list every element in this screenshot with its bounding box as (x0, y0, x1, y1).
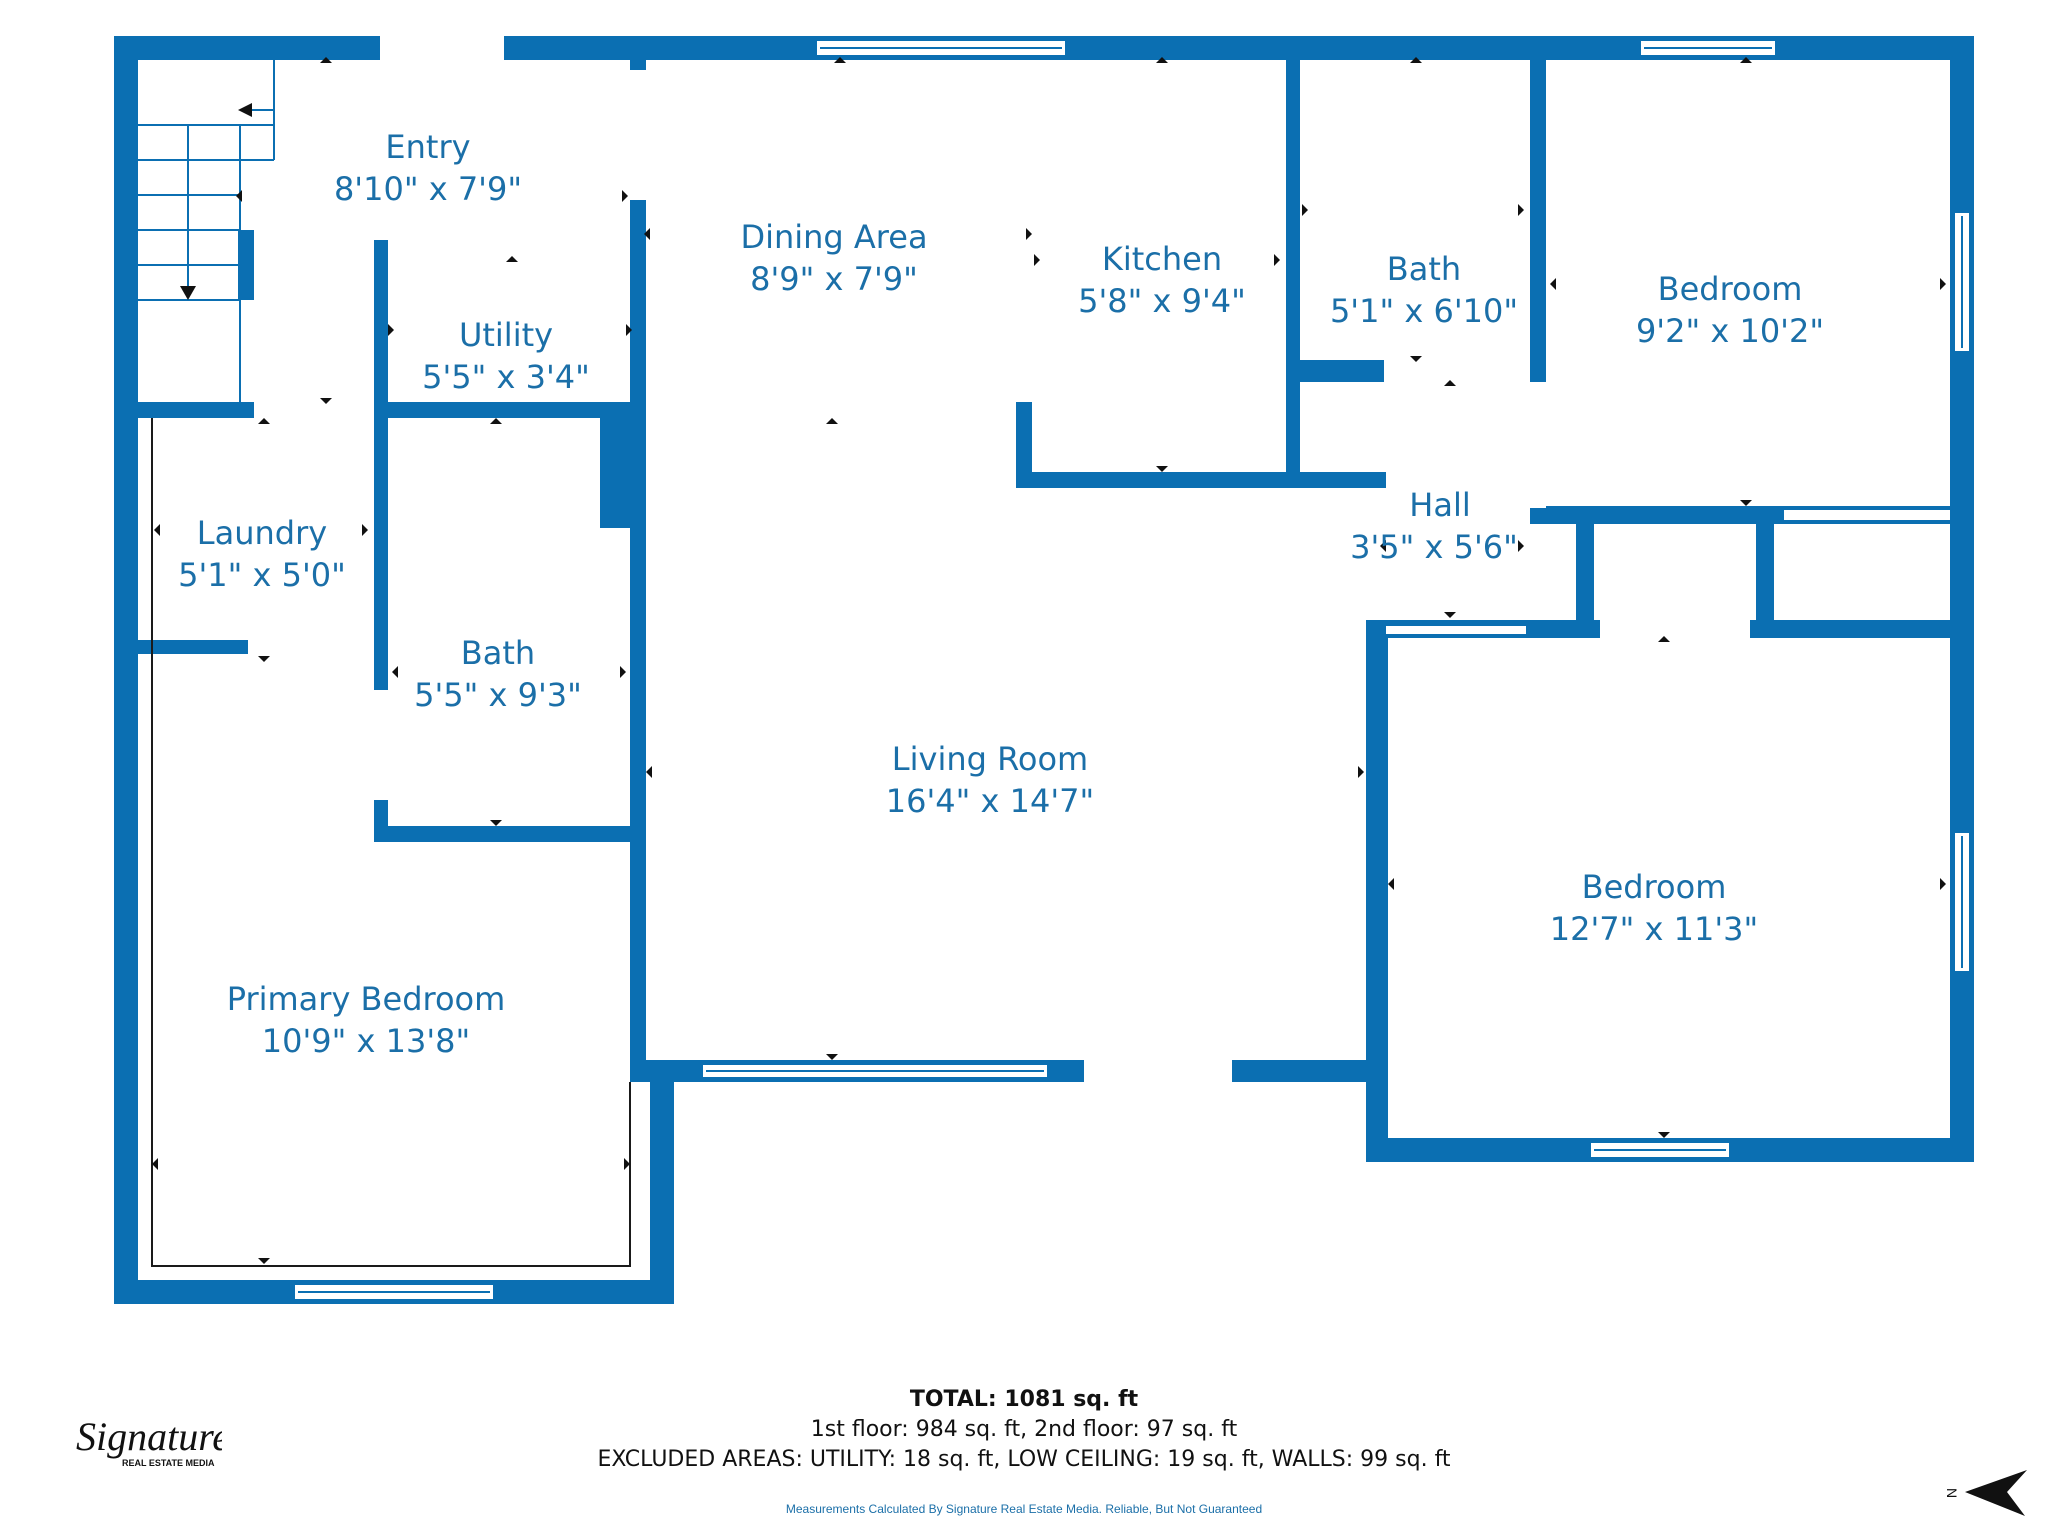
room-dim-entry: 8'10" x 7'9" (334, 170, 522, 208)
room-name-bath-lower: Bath (461, 634, 535, 672)
room-name-bath-upper: Bath (1387, 250, 1461, 288)
room-dim-bath-lower: 5'5" x 9'3" (414, 676, 582, 714)
room-name-laundry: Laundry (197, 514, 327, 552)
room-name-kitchen: Kitchen (1102, 240, 1222, 278)
room-dim-bedroom-lower: 12'7" x 11'3" (1550, 910, 1758, 948)
room-name-hall: Hall (1409, 486, 1470, 524)
low-ceiling-outline (151, 418, 631, 1267)
logo-subtitle: REAL ESTATE MEDIA (122, 1458, 215, 1468)
floor-plan: Entry 8'10" x 7'9" Utility 5'5" x 3'4" D… (114, 36, 1974, 1304)
room-dim-kitchen: 5'8" x 9'4" (1078, 282, 1246, 320)
room-dim-bedroom-upper: 9'2" x 10'2" (1636, 312, 1824, 350)
logo-script: Signature (76, 1414, 222, 1459)
windows (293, 39, 1971, 1301)
room-name-entry: Entry (385, 128, 470, 166)
room-name-dining-area: Dining Area (740, 218, 927, 256)
room-dim-primary-bedroom: 10'9" x 13'8" (262, 1022, 470, 1060)
signature-logo: Signature REAL ESTATE MEDIA (76, 1414, 222, 1468)
room-name-living-room: Living Room (892, 740, 1088, 778)
stairs (138, 60, 275, 402)
room-name-utility: Utility (459, 316, 553, 354)
room-dim-living-room: 16'4" x 14'7" (886, 782, 1094, 820)
door-openings (248, 36, 1950, 1082)
room-dim-hall: 3'5" x 5'6" (1350, 528, 1518, 566)
floor-areas: 1st floor: 984 sq. ft, 2nd floor: 97 sq.… (810, 1417, 1238, 1442)
room-name-bedroom-lower: Bedroom (1582, 868, 1727, 906)
disclaimer: Measurements Calculated By Signature Rea… (785, 1502, 1263, 1516)
total-area: TOTAL: 1081 sq. ft (909, 1387, 1139, 1412)
room-name-bedroom-upper: Bedroom (1658, 270, 1803, 308)
room-dim-dining-area: 8'9" x 7'9" (750, 260, 918, 298)
north-label: N (1944, 1488, 1960, 1498)
room-dim-bath-upper: 5'1" x 6'10" (1330, 292, 1518, 330)
north-arrow-icon: N (1944, 1470, 2027, 1516)
room-name-primary-bedroom: Primary Bedroom (227, 980, 506, 1018)
room-dim-utility: 5'5" x 3'4" (422, 358, 590, 396)
area-summary: TOTAL: 1081 sq. ft 1st floor: 984 sq. ft… (0, 1385, 2048, 1475)
exterior-walls (114, 36, 1974, 1304)
dimension-ticks (152, 57, 1946, 1264)
excluded-areas: EXCLUDED AREAS: UTILITY: 18 sq. ft, LOW … (597, 1447, 1451, 1472)
room-dim-laundry: 5'1" x 5'0" (178, 556, 346, 594)
room-labels: Entry 8'10" x 7'9" Utility 5'5" x 3'4" D… (178, 128, 1824, 1060)
